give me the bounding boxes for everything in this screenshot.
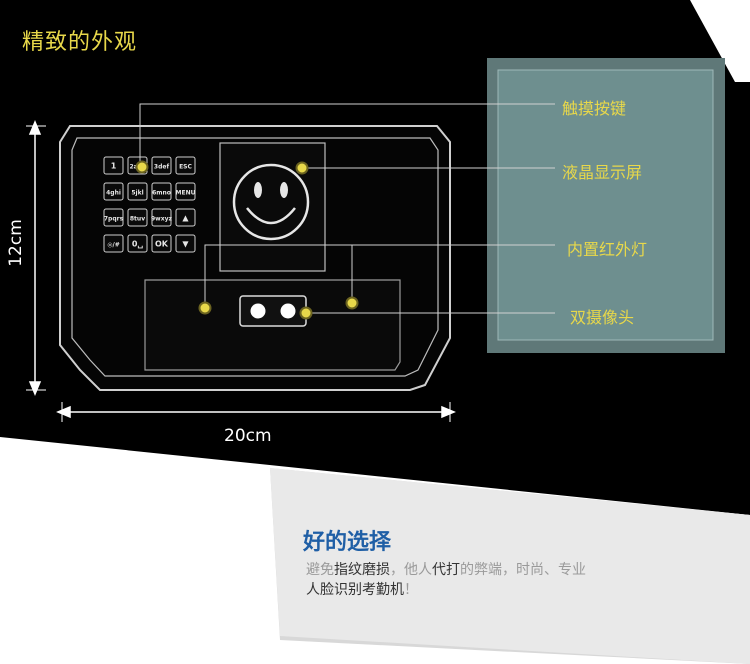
description-text: 避免 xyxy=(306,562,334,578)
keypad-key[interactable] xyxy=(103,208,124,227)
keypad-key[interactable] xyxy=(175,156,196,175)
callout-leaders xyxy=(139,103,555,314)
keypad-key[interactable] xyxy=(103,182,124,201)
keypad-key[interactable] xyxy=(151,182,172,201)
keypad-key-label: ▼ xyxy=(182,240,189,249)
keypad-key-label: MENU xyxy=(176,190,196,197)
keypad-key-label: 0␣ xyxy=(132,240,143,249)
lcd-screen xyxy=(219,142,326,272)
description-highlight: 指纹磨损 xyxy=(334,562,390,578)
callout-infrared: 内置红外灯 xyxy=(567,240,648,259)
keypad-key-label: 3def xyxy=(154,164,170,171)
keypad-key[interactable] xyxy=(175,182,196,201)
keypad-key-label: ▲ xyxy=(182,214,189,223)
description-highlight: 代打 xyxy=(432,562,460,578)
keypad-key[interactable] xyxy=(151,156,172,175)
keypad-key-label: 8tuv xyxy=(130,216,145,223)
keypad-key[interactable] xyxy=(127,208,148,227)
keypad-key-label: ◎/# xyxy=(107,242,119,249)
keypad-key[interactable] xyxy=(151,234,172,253)
keypad-key-label: OK xyxy=(155,240,169,249)
keypad-key-label: 1 xyxy=(111,162,117,171)
dimension-lines xyxy=(26,120,456,422)
keypad-key-label: ESC xyxy=(179,164,192,171)
keypad-key[interactable] xyxy=(127,182,148,201)
description-text: 的弊端，时尚、专业 xyxy=(460,562,586,578)
description-text: ，他人 xyxy=(390,562,432,578)
keypad-key[interactable] xyxy=(103,156,124,175)
wall-panel xyxy=(497,69,714,341)
keypad-key-label: 9wxyz xyxy=(151,216,172,223)
page-title: 精致的外观 xyxy=(22,30,138,55)
smiley-right-eye xyxy=(280,182,288,198)
keypad-key-label: 5jkl xyxy=(131,190,143,197)
dual-camera-housing xyxy=(239,295,307,327)
camera-lens-left xyxy=(250,303,266,319)
keypad-key[interactable] xyxy=(175,234,196,253)
keypad-key-label: 6mno xyxy=(152,190,171,197)
smiley-mouth xyxy=(246,207,296,225)
bottom-panel xyxy=(270,468,750,664)
camera-lens-right xyxy=(280,303,296,319)
height-dimension-label: 12cm xyxy=(6,219,26,267)
callout-dual-camera: 双摄像头 xyxy=(570,308,635,327)
callout-lcd: 液晶显示屏 xyxy=(562,163,643,182)
device-inner-bezel xyxy=(71,137,439,377)
description-text: ！ xyxy=(404,582,418,598)
callout-dots xyxy=(135,160,359,320)
callout-touch-keys: 触摸按键 xyxy=(562,99,627,118)
keypad-key[interactable] xyxy=(127,234,148,253)
selection-description: 避免指纹磨损，他人代打的弊端，时尚、专业人脸识别考勤机！ xyxy=(306,560,636,600)
touch-keypad: 12abc3defESC4ghi5jkl6mnoMENU7pqrs8tuv9wx… xyxy=(103,156,196,253)
description-highlight: 人脸识别考勤机 xyxy=(306,582,404,598)
corner-notch xyxy=(690,0,750,82)
selection-title: 好的选择 xyxy=(303,530,392,555)
smiley-left-eye xyxy=(254,182,262,198)
keypad-key[interactable] xyxy=(151,208,172,227)
keypad-key[interactable] xyxy=(103,234,124,253)
width-dimension-label: 20cm xyxy=(224,426,272,446)
keypad-key-label: 4ghi xyxy=(106,190,121,197)
smiley-face-icon xyxy=(232,163,310,241)
keypad-key-label: 7pqrs xyxy=(104,216,124,223)
keypad-key[interactable] xyxy=(175,208,196,227)
